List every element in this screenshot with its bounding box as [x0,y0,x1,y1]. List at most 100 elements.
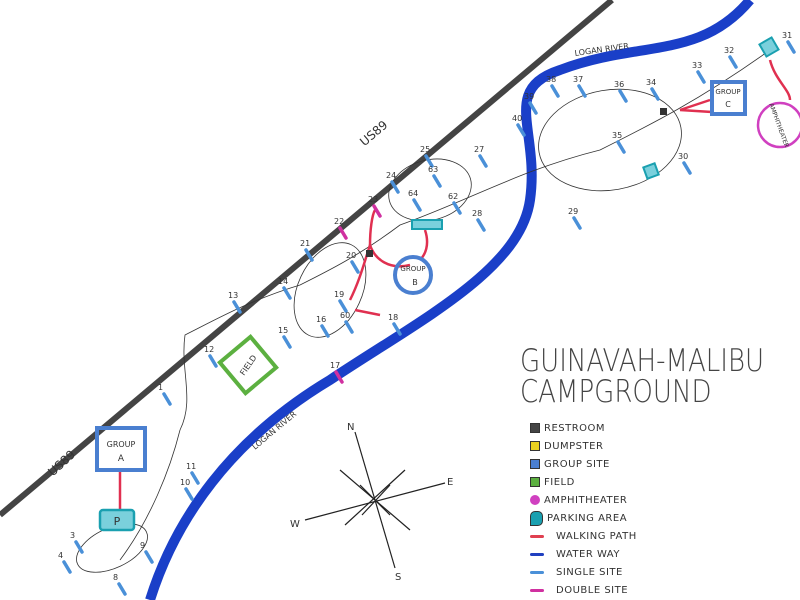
campsite-35[interactable]: 35 [612,131,626,154]
parking-area-a[interactable]: P [98,508,136,532]
legend-label: PARKING AREA [547,512,628,524]
campsite-33[interactable]: 33 [692,61,706,84]
campsite-62[interactable]: 62 [448,192,462,215]
legend-label: GROUP SITE [544,458,610,470]
restroom-icon [530,423,540,433]
group-site-b[interactable]: GROUP B [393,255,433,295]
campsite-10[interactable]: 10 [180,478,194,501]
site-number: 3 [70,531,75,540]
campsite-20[interactable]: 20 [346,251,360,274]
legend-item: DOUBLE SITE [530,581,637,599]
site-marker [728,55,738,69]
highway-us89 [0,0,614,518]
site-marker [390,180,400,194]
site-number: 64 [408,189,418,198]
legend-item: SINGLE SITE [530,563,637,581]
campsite-16[interactable]: 16 [316,315,330,338]
legend-item: RESTROOM [530,419,637,437]
legend-item: DUMPSTER [530,437,637,455]
campsite-28[interactable]: 28 [472,209,486,232]
site-number: 25 [420,145,430,154]
campsite-36[interactable]: 36 [614,80,628,103]
amphitheater[interactable]: AMPHITHEATER [756,101,800,149]
campsite-9[interactable]: 9 [140,541,154,564]
campsite-15[interactable]: 15 [278,326,292,349]
campsite-31[interactable]: 31 [782,31,796,54]
restroom-icon [366,250,373,257]
campsite-64[interactable]: 64 [408,189,422,212]
legend-item: GROUP SITE [530,455,637,473]
site-number: 40 [512,114,522,123]
group-site-c[interactable]: GROUP C [710,80,747,116]
campsite-60[interactable]: 60 [340,311,354,334]
campsite-40[interactable]: 40 [512,114,526,137]
site-marker [452,201,462,215]
campsite-25[interactable]: 25 [420,145,434,168]
site-number: 39 [524,92,534,101]
campsite-38[interactable]: 38 [546,75,560,98]
campsite-4[interactable]: 4 [58,551,72,574]
site-number: 29 [568,207,578,216]
site-marker [144,550,154,564]
campsite-21[interactable]: 21 [300,239,314,262]
campsite-3[interactable]: 3 [70,531,84,554]
legend-label: DOUBLE SITE [556,584,629,596]
campsite-29[interactable]: 29 [568,207,582,230]
campsite-32[interactable]: 32 [724,46,738,69]
walking-paths [118,59,792,510]
site-marker [344,320,354,334]
campsite-34[interactable]: 34 [646,78,660,101]
campsite-12[interactable]: 12 [204,345,218,368]
legend-label: WATER WAY [556,548,620,560]
field[interactable]: FIELD [217,334,279,396]
legend-label: FIELD [544,476,575,488]
site-marker [190,471,200,485]
site-marker [162,392,172,406]
campsite-17[interactable]: 17 [330,361,344,384]
site-marker [550,84,560,98]
legend-item: WALKING PATH [530,527,637,545]
site-number: 11 [186,462,196,471]
parking-area-c[interactable] [758,36,780,58]
campsite-1[interactable]: 1 [158,383,172,406]
campsite-39[interactable]: 39 [524,92,538,115]
site-number: 31 [782,31,792,40]
campsite-19[interactable]: 19 [334,290,348,313]
site-number: 12 [204,345,214,354]
site-number: 24 [386,171,396,180]
site-marker [372,204,382,218]
campsite-18[interactable]: 18 [388,313,402,336]
campsite-13[interactable]: 13 [228,291,242,314]
site-marker [528,101,538,115]
site-number: 62 [448,192,458,201]
site-number: 1 [158,383,163,392]
site-number: 18 [388,313,398,322]
campsite-30[interactable]: 30 [678,152,692,175]
double-site-icon [530,588,544,592]
group-site-a[interactable]: GROUP A [95,426,147,472]
site-number: 32 [724,46,734,55]
site-number: 37 [573,75,583,84]
campsite-14[interactable]: 14 [278,277,292,300]
parking-area-b[interactable] [411,219,443,230]
parking-area-d[interactable] [642,162,660,180]
campsite-23[interactable]: 23 [368,195,382,218]
campsite-37[interactable]: 37 [573,75,587,98]
site-marker [232,300,242,314]
campsite-24[interactable]: 24 [386,171,400,194]
campsite-11[interactable]: 11 [186,462,200,485]
site-marker [572,216,582,230]
site-marker [476,218,486,232]
campsite-8[interactable]: 8 [113,573,127,596]
legend-item: FIELD [530,473,637,491]
site-marker [320,324,330,338]
site-marker [577,84,587,98]
campsite-63[interactable]: 63 [428,165,442,188]
campsite-22[interactable]: 22 [334,217,348,240]
campsite-27[interactable]: 27 [474,145,488,168]
site-marker [682,161,692,175]
site-marker [338,299,348,313]
parking-label: P [114,515,121,528]
